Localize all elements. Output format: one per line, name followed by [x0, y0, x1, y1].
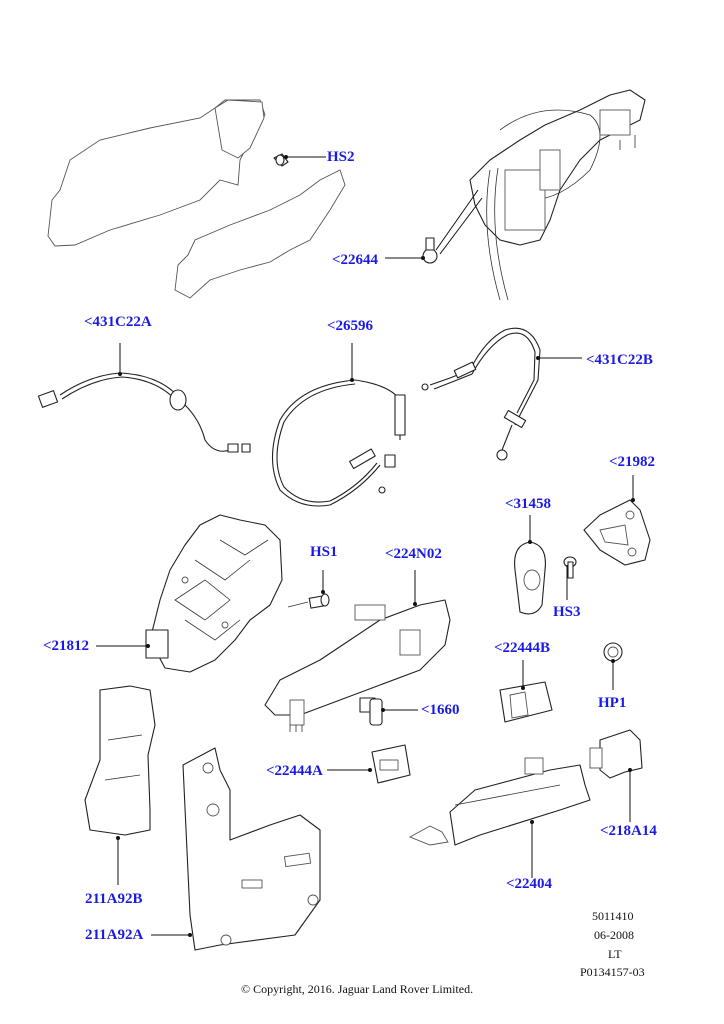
striker-21982 [583, 499, 651, 566]
plug-1660 [359, 697, 383, 726]
keylock-cover-218a14 [589, 729, 643, 779]
callout-224n02[interactable]: <224N02 [385, 546, 442, 562]
latch-assembly-upper [469, 89, 646, 301]
handle-carrier-224n02 [264, 599, 451, 732]
gasket-22444a [371, 744, 411, 784]
callout-21982[interactable]: <21982 [609, 454, 656, 470]
callout-22404[interactable]: <22404 [506, 876, 553, 892]
illustration-number: 5011410 [592, 909, 634, 923]
trim-211a92a [182, 747, 321, 951]
callout-hs2[interactable]: HS2 [327, 149, 355, 165]
gasket-22444b [499, 681, 553, 723]
illustration-date: 06-2008 [594, 928, 634, 942]
callout-218a14[interactable]: <218A14 [600, 823, 657, 839]
callout-31458[interactable]: <31458 [505, 496, 552, 512]
bolt-22644 [422, 237, 438, 264]
exterior-handle-22404 [408, 757, 591, 846]
callout-431c22a[interactable]: <431C22A [84, 314, 152, 330]
trim-211a92b [84, 685, 156, 836]
screw-hs1 [308, 593, 330, 609]
callout-211a92a[interactable]: 211A92A [85, 927, 144, 943]
handle-seal-outline-lower [174, 169, 346, 299]
callout-1660[interactable]: <1660 [421, 702, 460, 718]
cable-26596 [272, 379, 406, 507]
grommet-hp1 [603, 642, 623, 662]
handle-seal-outline-upper [47, 99, 266, 247]
callout-431c22b[interactable]: <431C22B [586, 352, 653, 368]
screw-hs2 [273, 153, 289, 167]
part-reference: P0134157-03 [580, 965, 645, 979]
callout-26596[interactable]: <26596 [327, 318, 374, 334]
screw-hs3 [563, 556, 577, 579]
callout-22444b[interactable]: <22444B [494, 640, 551, 656]
callout-21812[interactable]: <21812 [43, 638, 90, 654]
door-latch-21812 [145, 514, 283, 673]
illustration-side: LT [608, 947, 622, 961]
cable-431c22b [421, 327, 541, 461]
callout-hs1[interactable]: HS1 [310, 544, 338, 560]
cap-31458 [514, 541, 546, 615]
callout-22444a[interactable]: <22444A [266, 763, 323, 779]
copyright-notice: © Copyright, 2016. Jaguar Land Rover Lim… [241, 982, 474, 996]
cable-431c22a [37, 372, 251, 453]
callout-211a92b[interactable]: 211A92B [85, 891, 143, 907]
callout-22644[interactable]: <22644 [332, 252, 379, 268]
callout-hs3[interactable]: HS3 [553, 604, 581, 620]
callout-hp1[interactable]: HP1 [598, 695, 627, 711]
